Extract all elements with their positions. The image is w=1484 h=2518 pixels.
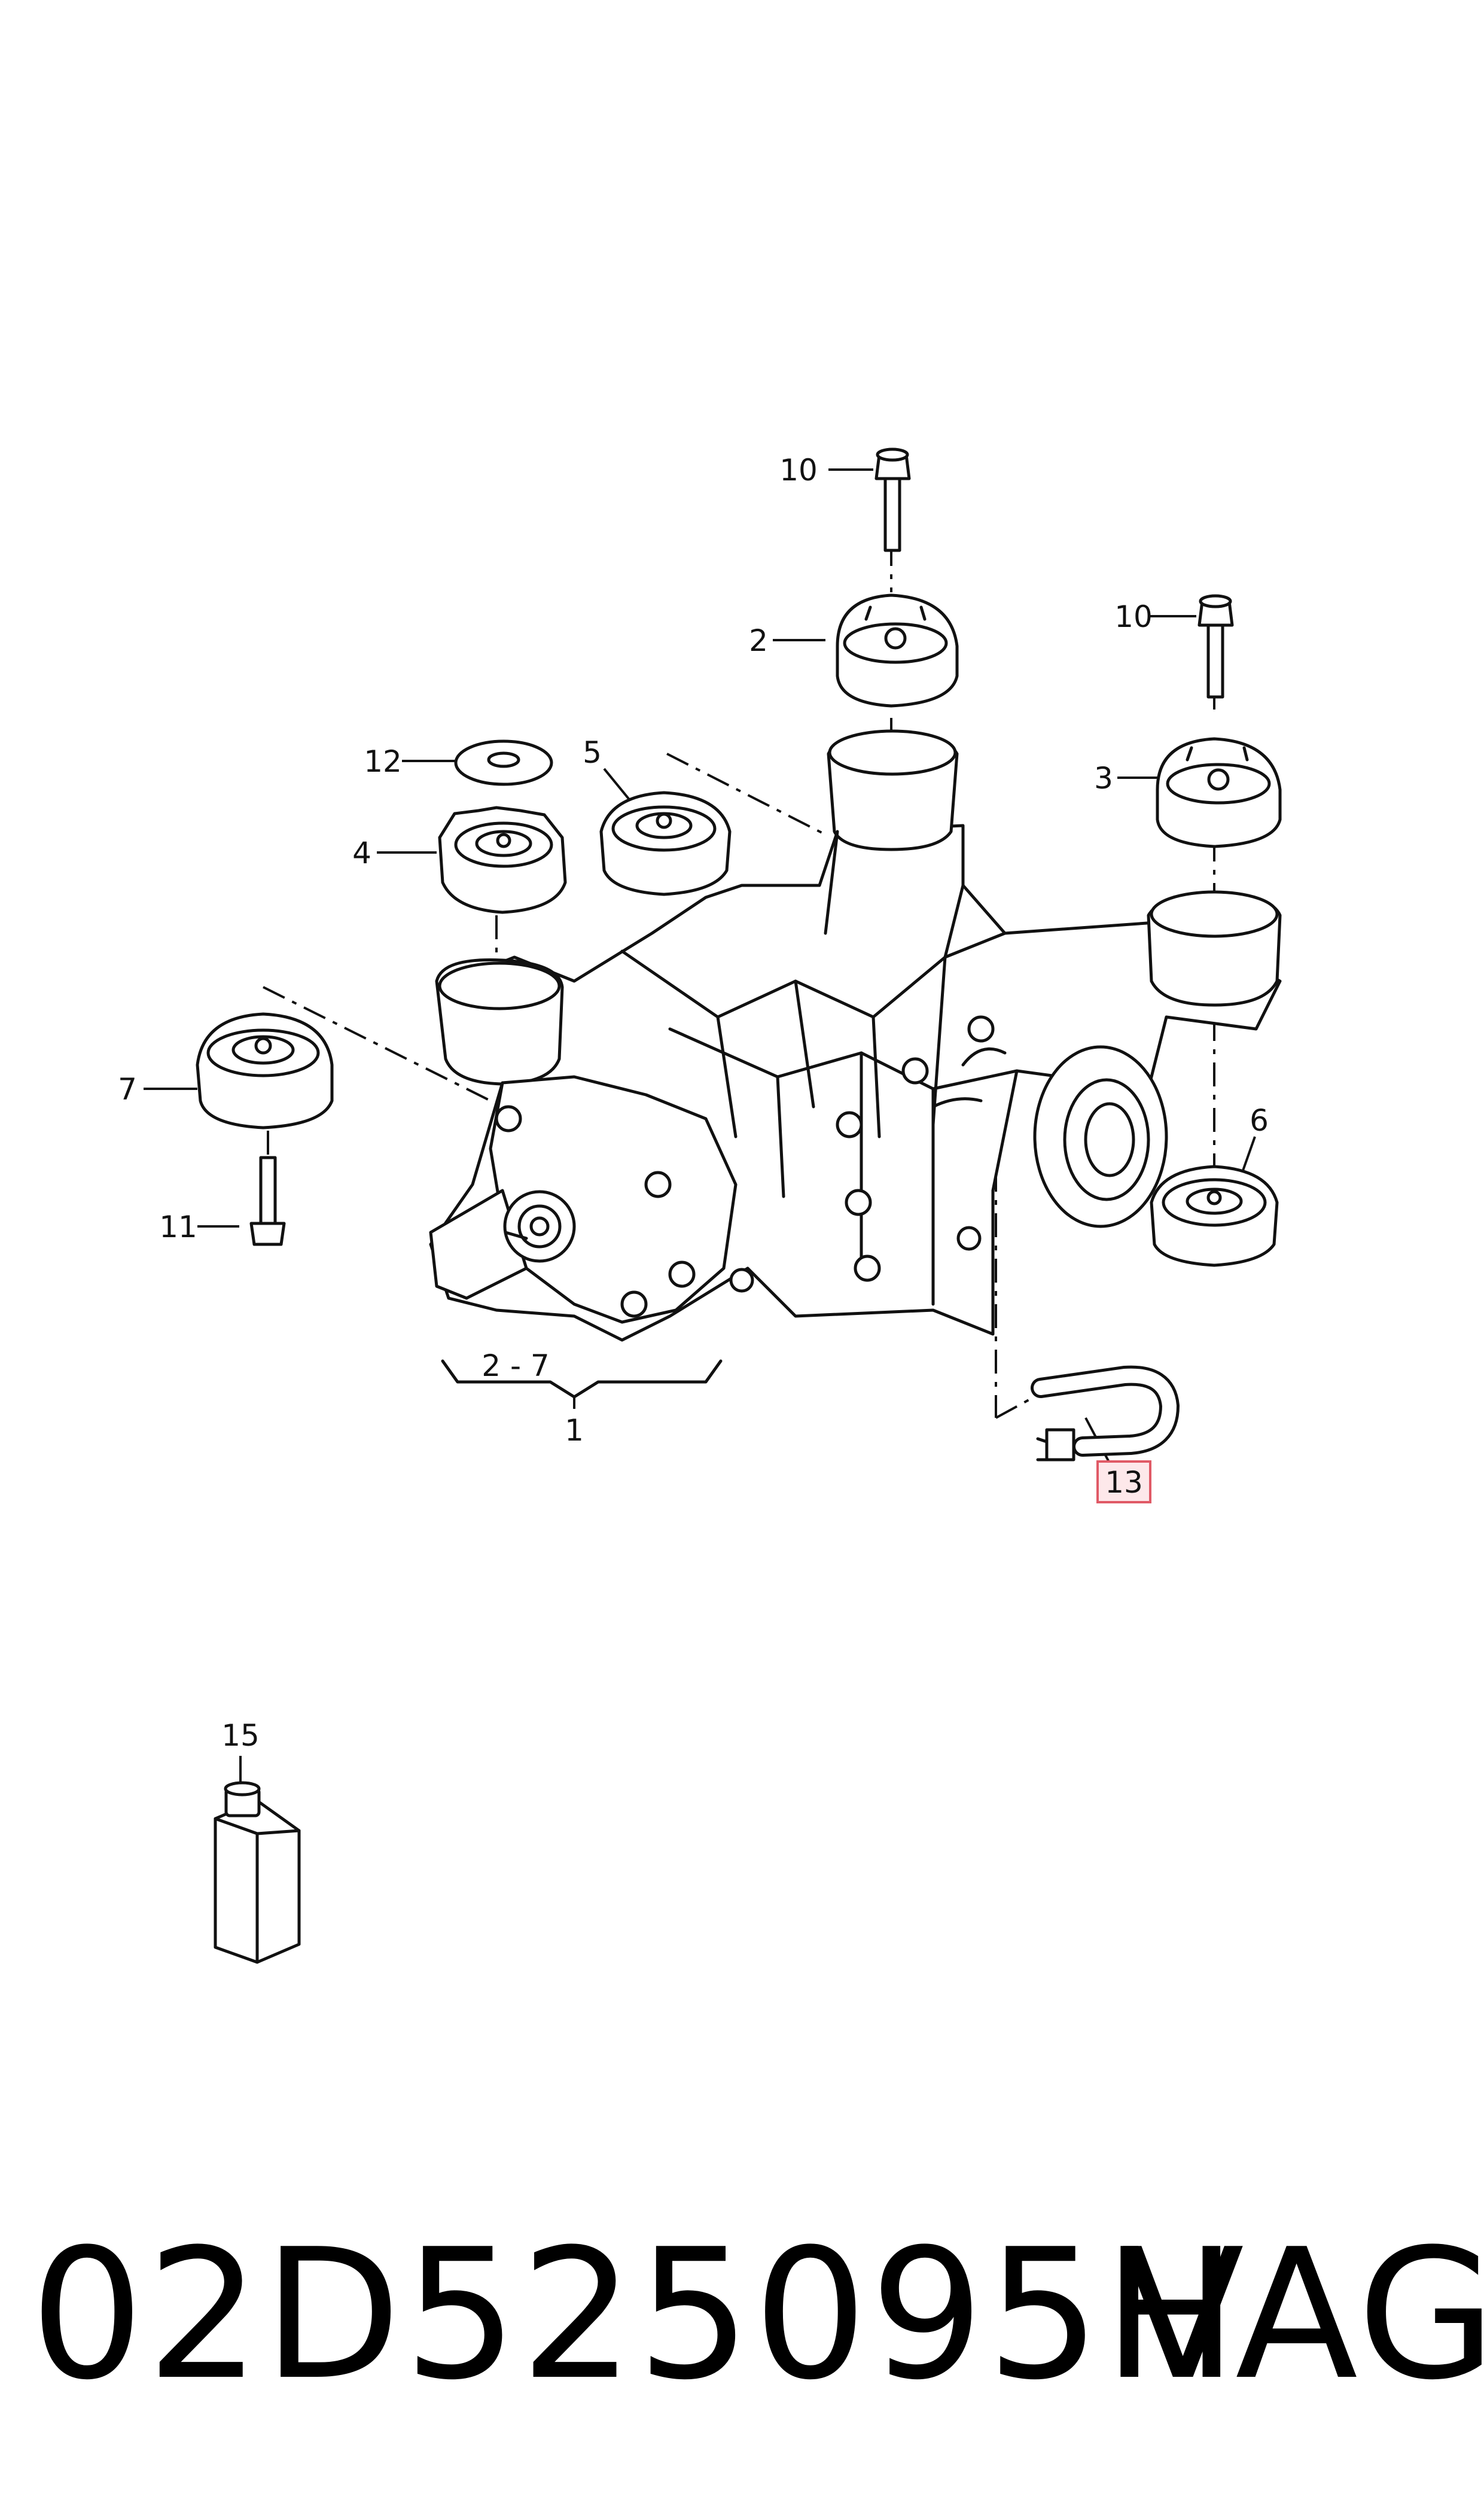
callout-4: 4 [352,836,371,870]
callout-3: 3 [1094,761,1113,796]
bolt-10-a [874,447,911,552]
callout-7: 7 [118,1072,137,1107]
callout-2: 2 [749,623,768,658]
callouts: 10 2 10 3 12 4 5 7 11 6 2 - 7 1 13 15 [118,453,1269,1753]
mount-4 [438,806,567,914]
mount-7 [196,1012,334,1129]
bolt-10-b [1197,594,1234,699]
callout-6: 6 [1250,1103,1269,1138]
vent-hose-13 [1031,1365,1180,1462]
housing-bolts [495,1015,995,1318]
callout-11: 11 [159,1210,197,1244]
leader-lines [144,468,1256,1792]
mount-3 [1156,737,1282,848]
bolt-11 [249,1156,286,1246]
oil-bottle-15 [214,1781,301,1964]
callout-1: 1 [565,1413,584,1448]
brand-name: VAG [1122,2211,1484,2419]
callout-range: 2 - 7 [482,1348,549,1383]
callout-12: 12 [364,744,402,779]
callout-13-highlight [1096,1460,1151,1503]
differential-housing [429,729,1282,1342]
callout-10-right: 10 [1114,599,1153,634]
washer-12 [454,739,553,786]
mount-6 [1150,1165,1279,1267]
part-number: 02D525095H [30,2211,1241,2419]
mount-5 [599,791,732,896]
mount-2 [836,593,959,708]
callout-15: 15 [221,1718,260,1753]
callout-13: 13 [1105,1465,1143,1500]
callout-5: 5 [583,735,602,770]
callout-10-top: 10 [779,453,818,488]
assembly-bracket [441,1359,723,1409]
